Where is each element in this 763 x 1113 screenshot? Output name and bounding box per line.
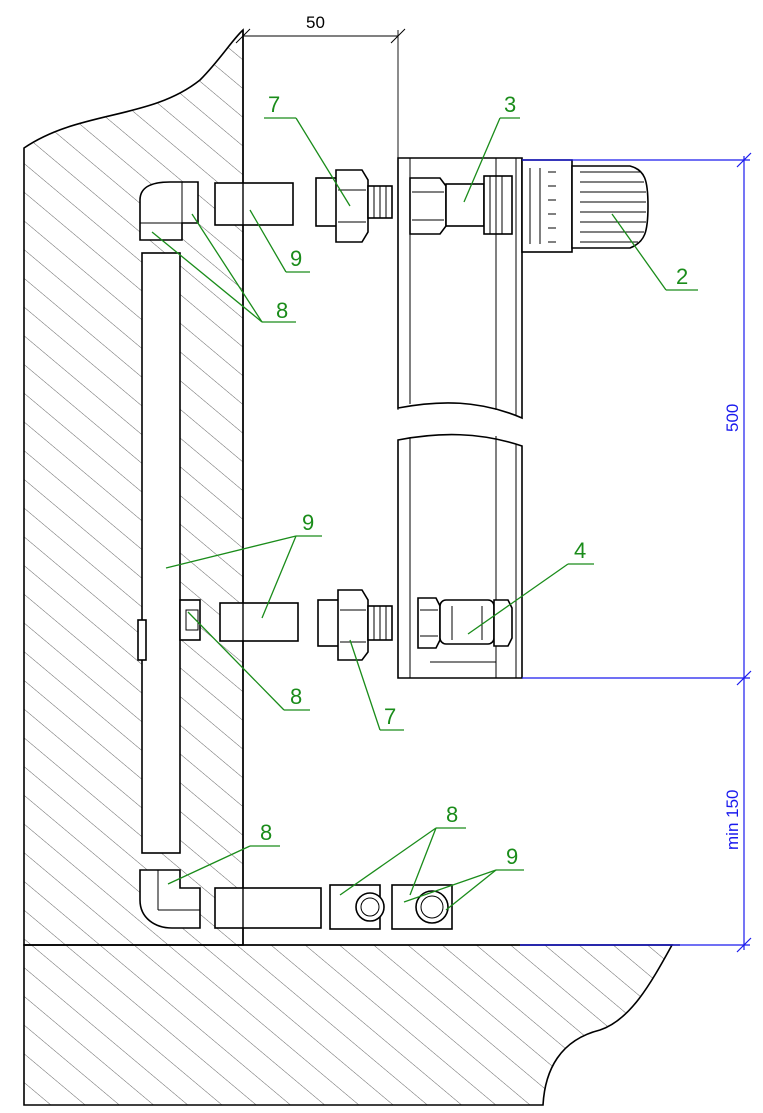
dimension-top: 50 xyxy=(235,13,406,410)
elbow-top xyxy=(139,181,199,241)
pipe-stub-middle xyxy=(219,602,299,642)
callout-9-middle-label: 9 xyxy=(302,510,314,535)
callout-8-front: 8 xyxy=(339,802,466,896)
callout-9-top-label: 9 xyxy=(290,246,302,271)
dimension-right: 500 min 150 xyxy=(520,152,752,953)
callout-8-front-label: 8 xyxy=(446,802,458,827)
wall-section xyxy=(23,28,244,946)
callout-8-top: 8 xyxy=(151,213,296,323)
callout-2: 2 xyxy=(611,213,698,291)
callout-3: 3 xyxy=(463,92,520,203)
dimension-min150-label: min 150 xyxy=(723,790,742,850)
floor-section xyxy=(23,944,674,1106)
pipe-stub-bottom xyxy=(214,887,322,929)
callout-7-top-label: 7 xyxy=(268,92,280,117)
front-elbow-1 xyxy=(329,884,385,930)
tee-middle xyxy=(137,599,201,661)
callout-4-label: 4 xyxy=(574,538,586,563)
callout-2-label: 2 xyxy=(676,264,688,289)
callout-8-bottom: 8 xyxy=(167,820,280,885)
callout-8-bottom-label: 8 xyxy=(260,820,272,845)
front-elbow-2 xyxy=(391,884,453,930)
riser-pipe xyxy=(141,252,181,854)
callout-9-top: 9 xyxy=(249,209,310,273)
dimension-top-label: 50 xyxy=(306,13,325,32)
callout-9-front-label: 9 xyxy=(506,844,518,869)
coupling-top xyxy=(315,169,393,243)
callout-7-bottom-label: 7 xyxy=(384,704,396,729)
coupling-bottom xyxy=(317,589,393,661)
callout-8-middle: 8 xyxy=(187,611,310,711)
callout-7-bottom: 7 xyxy=(349,639,404,731)
callout-9-middle: 9 xyxy=(165,510,322,619)
thermostatic-valve xyxy=(409,175,513,235)
callout-7-top: 7 xyxy=(264,92,351,207)
callout-8-top-label: 8 xyxy=(276,298,288,323)
callout-8-middle-label: 8 xyxy=(290,684,302,709)
dimension-500-label: 500 xyxy=(723,404,742,432)
elbow-bottom xyxy=(139,869,201,929)
pipe-stub-top xyxy=(214,182,294,226)
callout-9-front: 9 xyxy=(403,844,524,911)
callout-3-label: 3 xyxy=(504,92,516,117)
thermostat-head xyxy=(521,159,649,253)
return-valve xyxy=(417,597,513,649)
callout-4: 4 xyxy=(467,538,594,635)
